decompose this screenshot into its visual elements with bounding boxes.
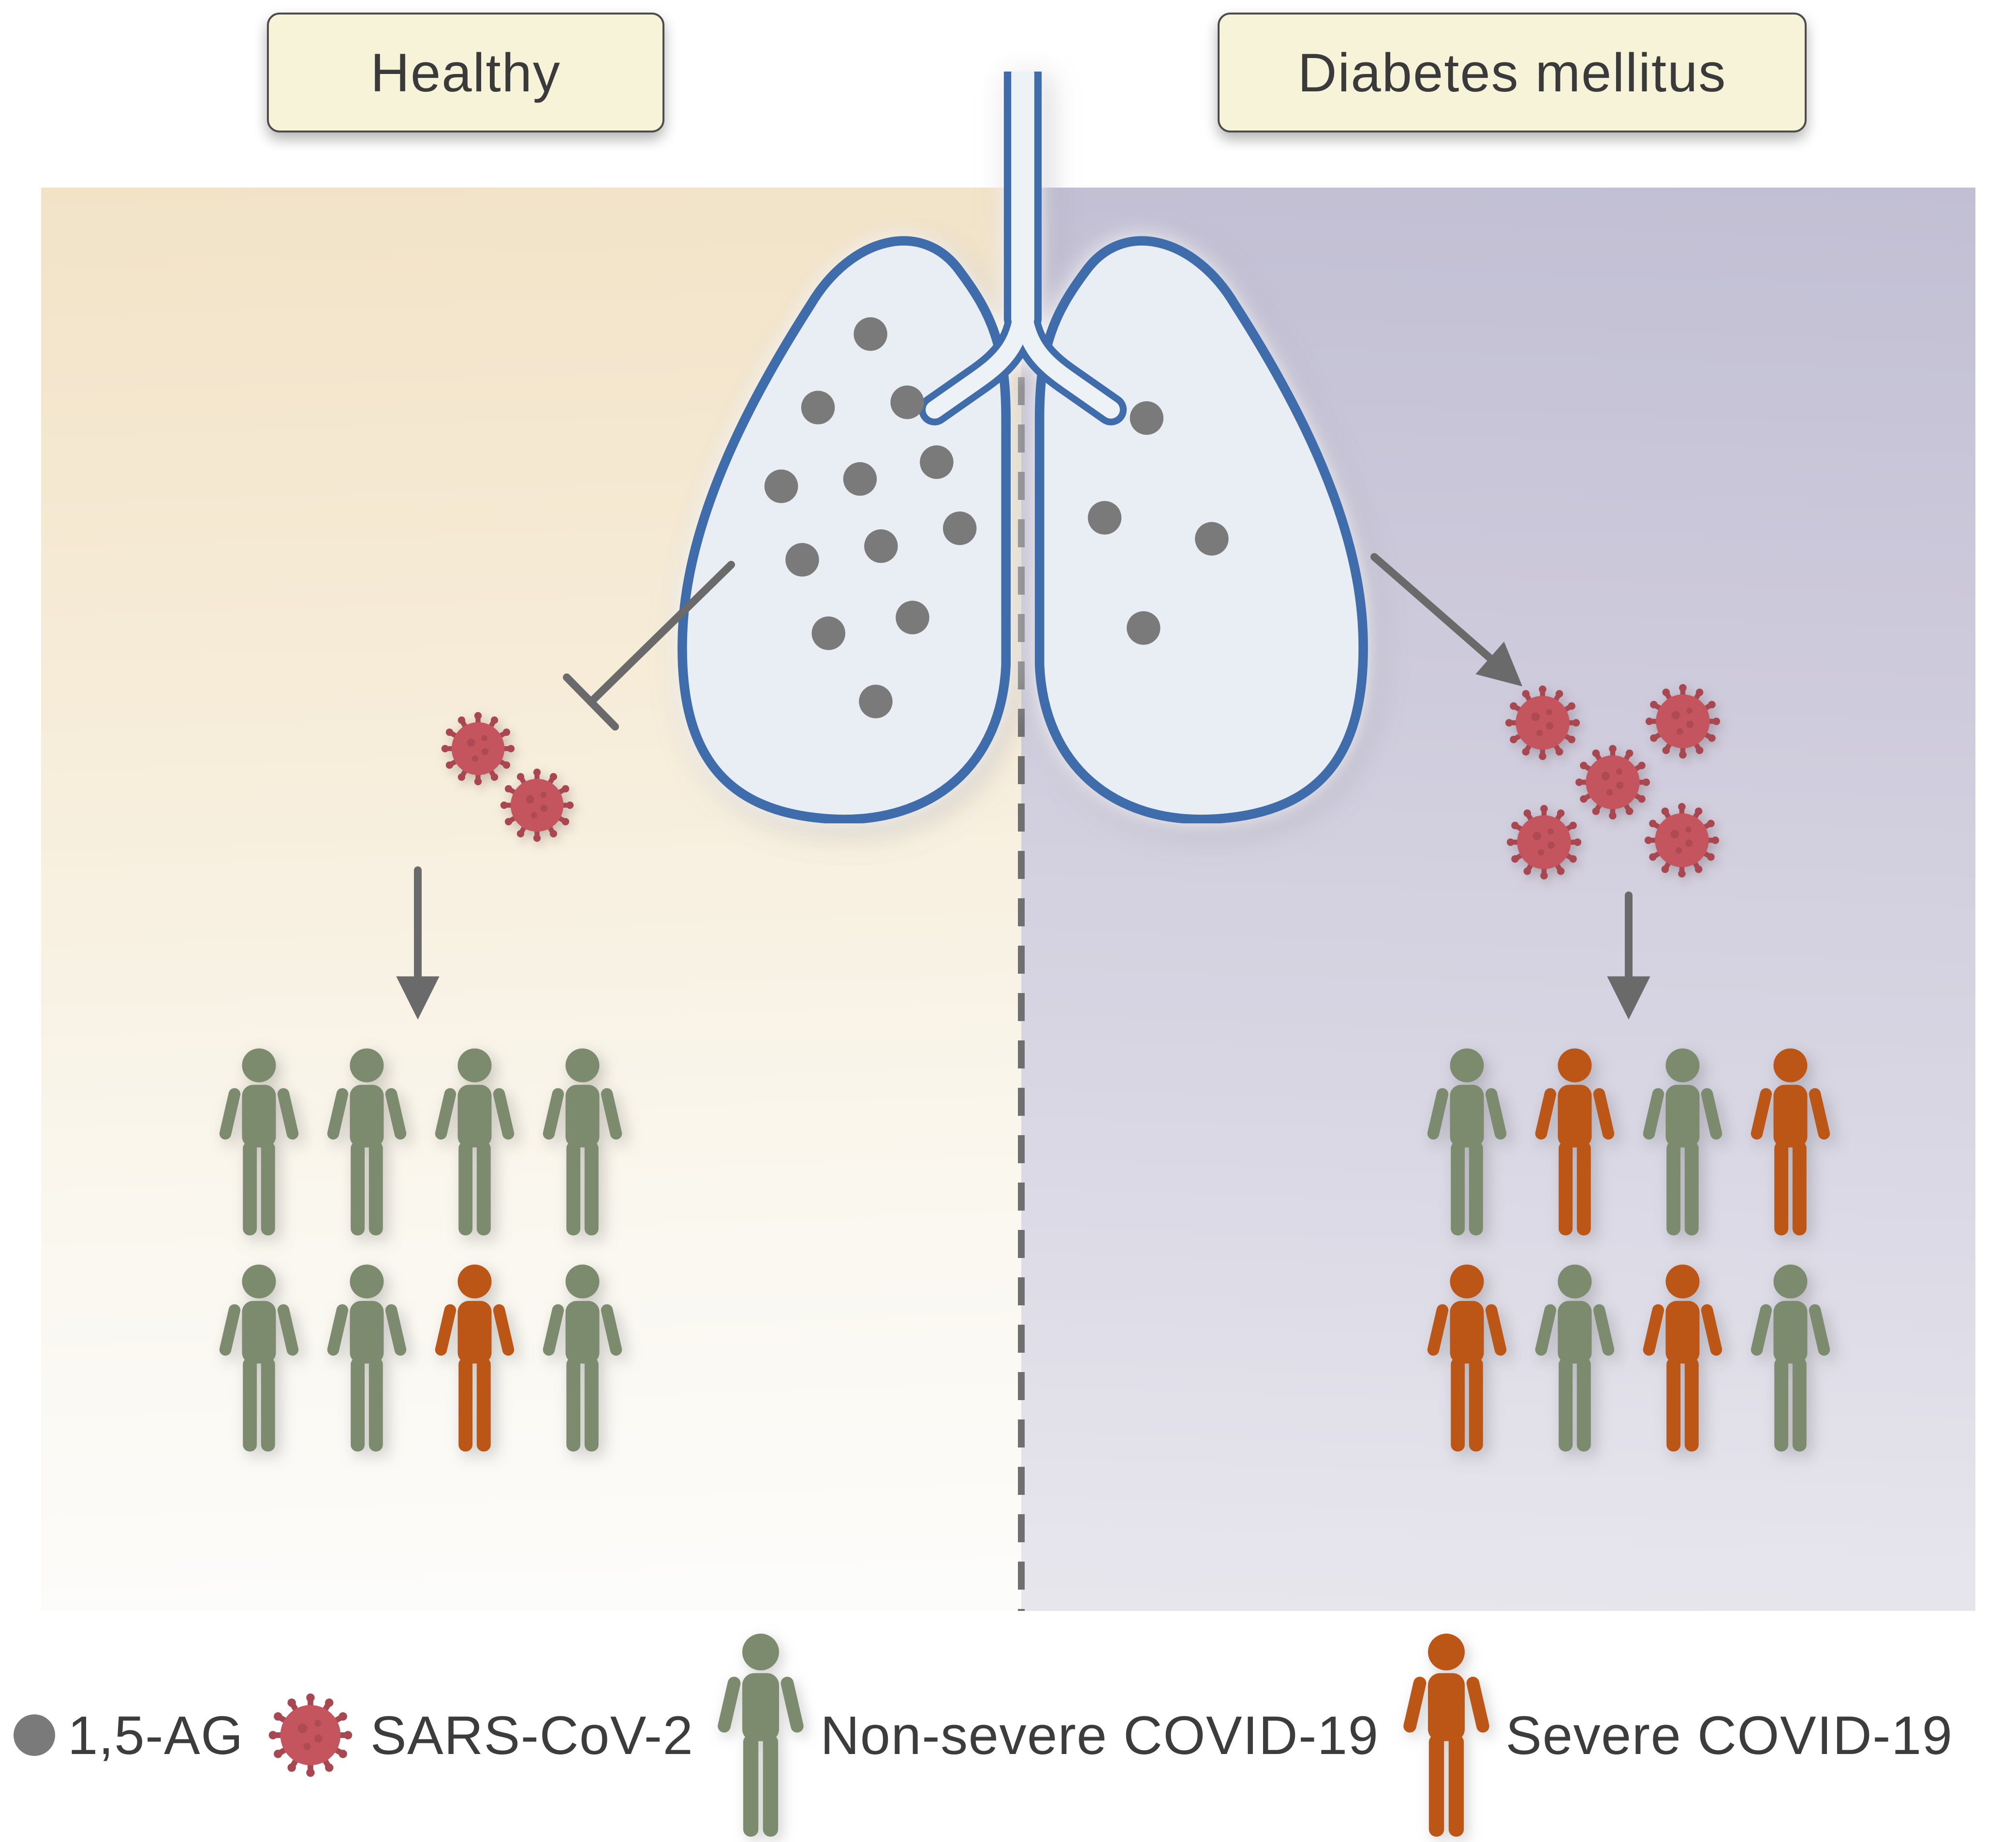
left-lung [677, 236, 1011, 823]
ag-dot-icon [764, 469, 798, 503]
people-row [217, 1047, 625, 1237]
healthy-label: Healthy [370, 42, 561, 103]
right-bronchus-lumen [1014, 292, 1120, 419]
person-non-severe-icon [324, 1263, 409, 1453]
person-non-severe-icon [1532, 1263, 1617, 1453]
person-non-severe-icon [540, 1047, 625, 1237]
divider-dashed-line [1018, 188, 1025, 1611]
person-non-severe-icon [540, 1263, 625, 1453]
non-severe-person-icon [715, 1632, 807, 1839]
healthy-lung-ag-dots [764, 317, 977, 718]
person-non-severe-icon [217, 1263, 301, 1453]
legend-label-severe: Severe COVID-19 [1505, 1705, 1953, 1766]
diabetes-people-group [1425, 1047, 1833, 1453]
ag-dot-icon [864, 529, 898, 563]
person-severe-icon [1640, 1263, 1725, 1453]
person-non-severe-icon [324, 1047, 409, 1237]
ag-dot-icon [1088, 501, 1122, 535]
ag-dot-icon [801, 391, 835, 424]
person-non-severe-icon [217, 1047, 301, 1237]
person-non-severe-icon [1640, 1047, 1725, 1237]
person-non-severe-icon [1425, 1047, 1509, 1237]
legend-label-non-severe: Non-severe COVID-19 [820, 1705, 1379, 1766]
person-severe-icon [1425, 1263, 1509, 1453]
people-row [217, 1263, 625, 1453]
ag-dot-icon [896, 600, 929, 635]
people-row [1425, 1047, 1833, 1237]
ag-dot-icon [1195, 522, 1229, 556]
ag-dot-icon [785, 543, 819, 577]
legend-label-sars-cov-2: SARS-CoV-2 [370, 1705, 694, 1766]
people-row [1425, 1263, 1833, 1453]
person-severe-icon [432, 1263, 517, 1453]
ag-dot-icon [920, 445, 954, 479]
ag-dot-icon [859, 685, 893, 718]
ag-dot-icon [942, 511, 977, 545]
ag-dot-icon [1126, 611, 1161, 645]
ag-dot-icon [14, 1714, 55, 1756]
ag-dot-icon [1130, 401, 1163, 435]
ag-dot-icon [843, 462, 877, 496]
healthy-people-group [217, 1047, 625, 1453]
person-non-severe-icon [1748, 1263, 1833, 1453]
severe-person-icon [1400, 1632, 1492, 1839]
ag-dot-icon [811, 616, 846, 650]
legend: 1,5-AG SARS-CoV-2 Non-severe COVID-19 Se… [14, 1628, 1974, 1842]
lungs-illustration [677, 72, 1368, 823]
diabetes-lung-ag-dots [1088, 401, 1229, 645]
legend-label-ag: 1,5-AG [68, 1705, 244, 1766]
person-severe-icon [1748, 1047, 1833, 1237]
ag-dot-icon [890, 385, 924, 419]
person-severe-icon [1532, 1047, 1617, 1237]
ag-dot-icon [853, 317, 887, 351]
diabetes-label-box: Diabetes mellitus [1218, 13, 1807, 132]
diabetes-label: Diabetes mellitus [1297, 42, 1727, 103]
sars-cov-2-icon [265, 1690, 356, 1781]
person-non-severe-icon [432, 1047, 517, 1237]
healthy-label-box: Healthy [267, 13, 664, 132]
